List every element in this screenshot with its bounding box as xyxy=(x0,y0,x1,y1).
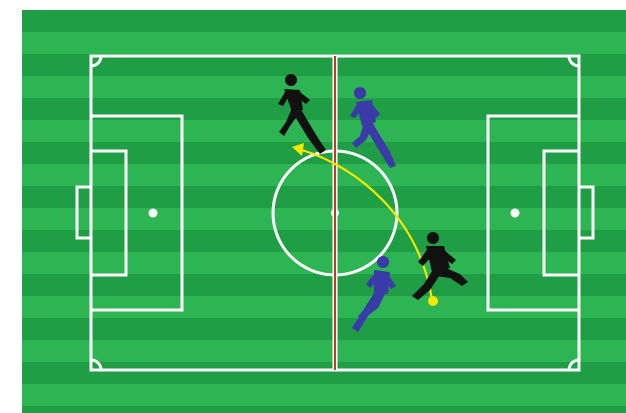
pitch-stripes xyxy=(22,10,626,413)
ball xyxy=(428,296,438,306)
left-penalty-spot xyxy=(149,209,158,218)
right-penalty-spot xyxy=(511,209,520,218)
